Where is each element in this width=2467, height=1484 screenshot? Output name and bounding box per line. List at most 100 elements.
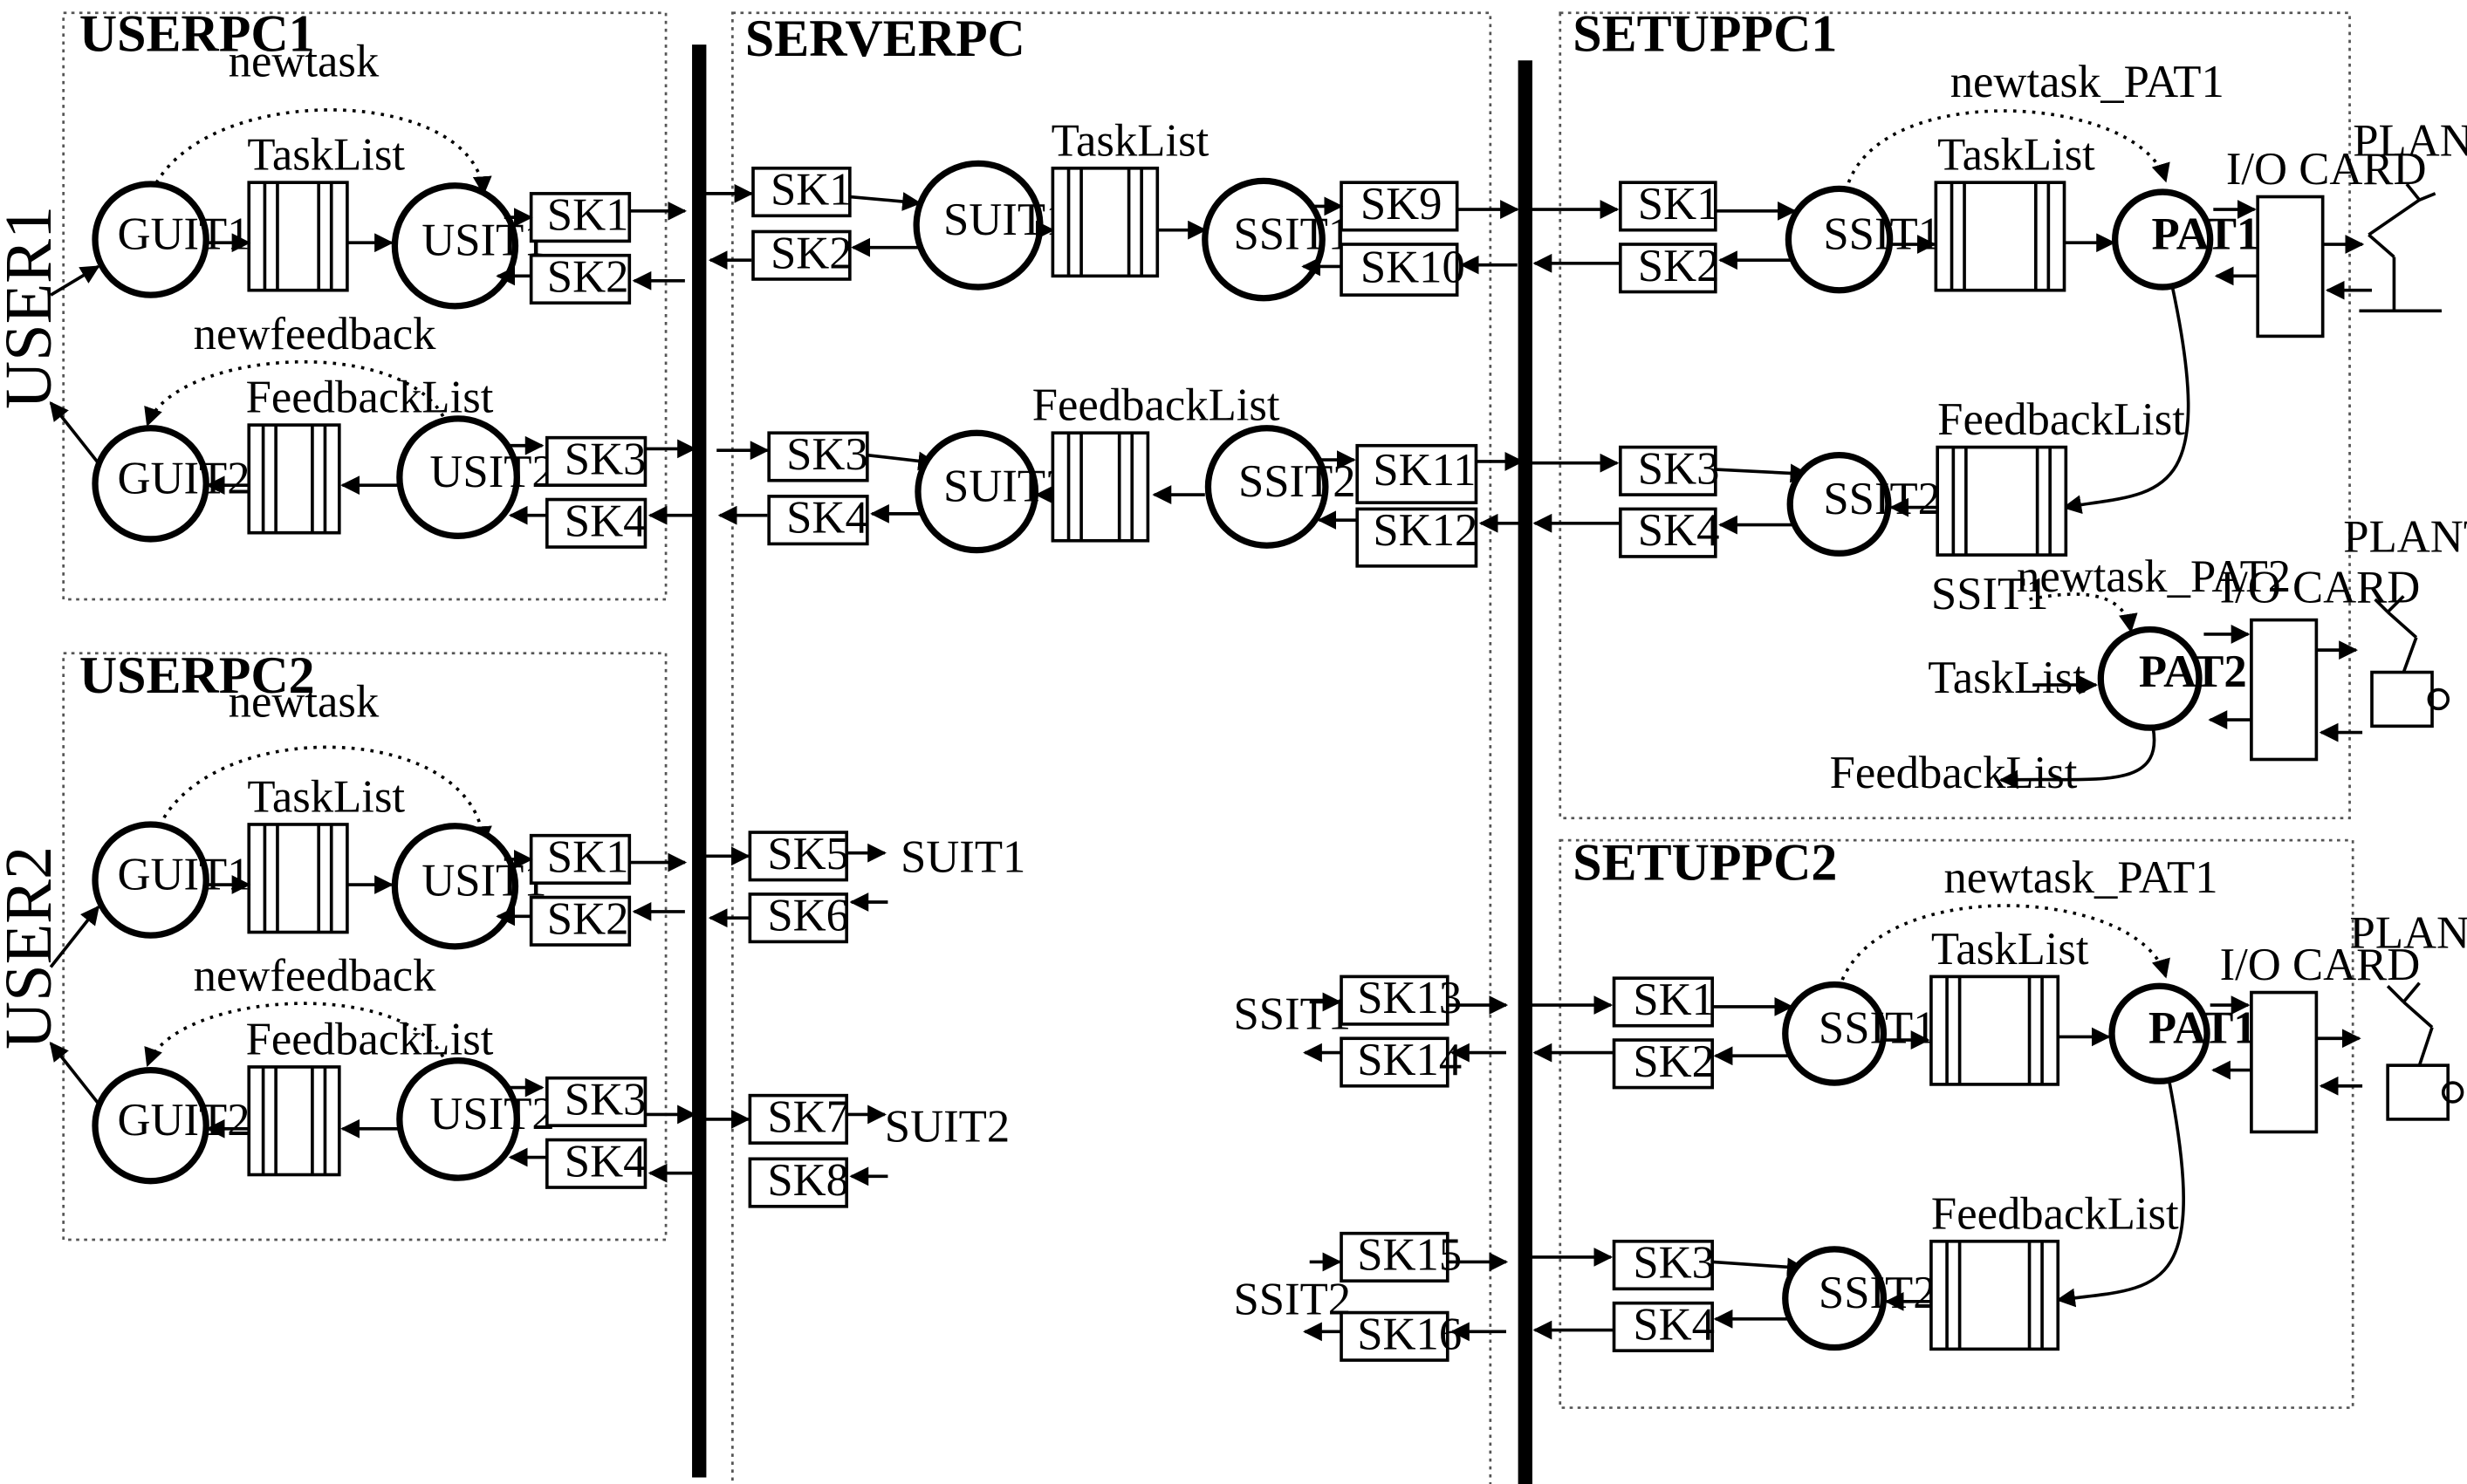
setup2-sk3-to-ssit2-arrow [1712,1262,1804,1268]
userpc2-feedbacklist-label: FeedbackList [246,1014,494,1064]
userpc2-sk4-label: SK4 [565,1136,647,1187]
setup2-io-card-box [2251,993,2316,1132]
server-ssit2-label: SSIT2 [1238,456,1356,507]
userpc2-guit2-label: GUIT2 [117,1095,250,1145]
server-feedbacklist-label: FeedbackList [1032,380,1280,431]
pat2-feedbacklist-label: FeedbackList [1830,748,2078,798]
ref-sk14-label: SK14 [1357,1035,1462,1085]
guit2-to-user2-arrow [51,1043,99,1104]
userpc1-sk3-label: SK3 [565,434,647,484]
userpc1-guit2-label: GUIT2 [117,453,250,503]
ref-ssit1-label: SSIT1 [1234,988,1352,1039]
server-suit1-ref-label: SUIT1 [901,831,1025,882]
setup1-tasklist-label: TaskList [1937,130,2095,181]
setup1-sk1-label: SK1 [1638,179,1720,229]
userpc1-sk1-label: SK1 [547,190,629,241]
userpc2-usit1-label: USIT1 [421,856,546,906]
server-sk6-label: SK6 [767,891,849,941]
userpc1-newfeedback-label: newfeedback [194,309,436,359]
plant3-label: PLANT3 [2350,908,2467,959]
setup2-pat1-label: PAT1 [2148,1003,2257,1054]
setuppc1-group: SK1 SK2 newtask_PAT1 SSIT1 TaskList PAT1… [1532,57,2467,798]
plant1-label: PLANT1 [2353,115,2467,166]
userpc1-sk2-label: SK2 [547,252,629,303]
setup2-sk4-label: SK4 [1633,1299,1715,1350]
userpc1-tasklist-label: TaskList [247,130,405,181]
userpc1-sk4-label: SK4 [565,496,647,546]
setuppc2-group: SK1 SK2 newtask_PAT1 SSIT1 TaskList PAT1… [1532,852,2467,1351]
server-sk3-label: SK3 [786,429,868,480]
setup2-feedbacklist-label: FeedbackList [1931,1188,2179,1239]
setup1-sk4-label: SK4 [1638,505,1720,556]
server-sk2-label: SK2 [771,228,853,278]
setup2-feedbacklist-queue [1931,1241,2058,1350]
setup2-sk3-label: SK3 [1633,1238,1715,1289]
server-sk1-label: SK1 [771,165,853,215]
setup1-ssit1-label: SSIT1 [1823,209,1941,259]
userpc1-group: newtask GUIT1 TaskList USIT1 SK1 SK2 new… [95,36,695,547]
setup2-tasklist-queue [1931,976,2058,1084]
setup1-pat1-label: PAT1 [2151,209,2259,259]
server-suit2-label: SUIT2 [943,461,1068,511]
server-sk8-label: SK8 [767,1155,849,1206]
serverpc-group: SK1 SK2 SUIT1 TaskList SSIT1 SK9 SK10 SK… [705,115,1522,1360]
userpc2-sk2-label: SK2 [547,893,629,944]
userpc2-newfeedback-label: newfeedback [194,951,436,1002]
userpc2-tasklist-queue [249,824,347,933]
server-tasklist-label: TaskList [1052,115,1210,166]
setup1-io-card-box [2258,197,2322,337]
setup1-sk2-label: SK2 [1638,241,1720,291]
userpc2-guit1-label: GUIT1 [117,849,250,899]
server-sk12-label: SK12 [1373,505,1477,556]
userpc1-tasklist-queue [249,182,347,291]
server-sk9-label: SK9 [1360,179,1443,229]
setup1-pat2-label: PAT2 [2139,646,2247,697]
setup1-feedbacklist-queue [1937,448,2066,556]
ref-sk13-label: SK13 [1357,973,1462,1023]
setup1-newtask-pat1-label: newtask_PAT1 [1950,57,2224,107]
plant2-mobile-robot-icon [2372,596,2448,726]
setup2-ssit1-label: SSIT1 [1819,1003,1936,1054]
userpc2-tasklist-label: TaskList [247,771,405,822]
setup1-feedbacklist-label: FeedbackList [1937,394,2185,445]
server-sk10-label: SK10 [1360,243,1465,293]
plant2-label: PLANT2 [2343,511,2467,562]
setup2-newtask-pat1-label: newtask_PAT1 [1943,852,2217,903]
userpc2-newtask-label: newtask [229,676,380,727]
userpc1-usit2-label: USIT2 [429,447,554,497]
ref-sk16-label: SK16 [1357,1309,1462,1359]
server-sk5-label: SK5 [767,829,849,879]
setuppc2-title: SETUPPC2 [1573,834,1837,892]
userpc2-sk1-label: SK1 [547,831,629,882]
ref-sk15-label: SK15 [1357,1230,1462,1281]
userpc1-feedbacklist-label: FeedbackList [246,373,494,423]
userpc1-guit1-label: GUIT1 [117,209,250,259]
setup1-sk3-label: SK3 [1638,443,1720,494]
server-tasklist-queue [1052,168,1157,277]
setup2-sk2-label: SK2 [1633,1036,1715,1087]
setup2-sk1-label: SK1 [1633,975,1715,1025]
server-feedbacklist-queue [1052,433,1148,541]
server-suit1-label: SUIT1 [943,195,1068,245]
plant3-mobile-robot-icon [2388,983,2462,1119]
pat2-tasklist-label: TaskList [1928,653,2086,703]
userpc1-newtask-label: newtask [229,36,380,86]
server-sk1-to-suit1-arrow [850,197,920,203]
user1-label: USER1 [0,206,65,409]
setuppc1-title: SETUPPC1 [1573,4,1837,62]
setup1-tasklist-queue [1936,182,2064,291]
setup2-tasklist-label: TaskList [1931,924,2089,975]
setup1-io-card2-box [2251,620,2316,760]
setup1-sk3-to-ssit2-arrow [1716,469,1807,474]
server-sk11-label: SK11 [1373,445,1476,496]
guit2-to-user1-arrow [51,403,99,463]
userpc2-feedbacklist-queue [249,1067,339,1175]
user2-label: USER2 [0,846,65,1050]
serverpc-title: SERVERPC [745,10,1025,67]
setup1-ssit2-label: SSIT2 [1823,474,1941,524]
userpc1-usit1-label: USIT1 [421,215,546,266]
setup1-io-card2-label: I/O CARD [2220,563,2421,613]
userpc2-sk3-label: SK3 [565,1074,647,1125]
userpc2-usit2-label: USIT2 [429,1089,554,1139]
